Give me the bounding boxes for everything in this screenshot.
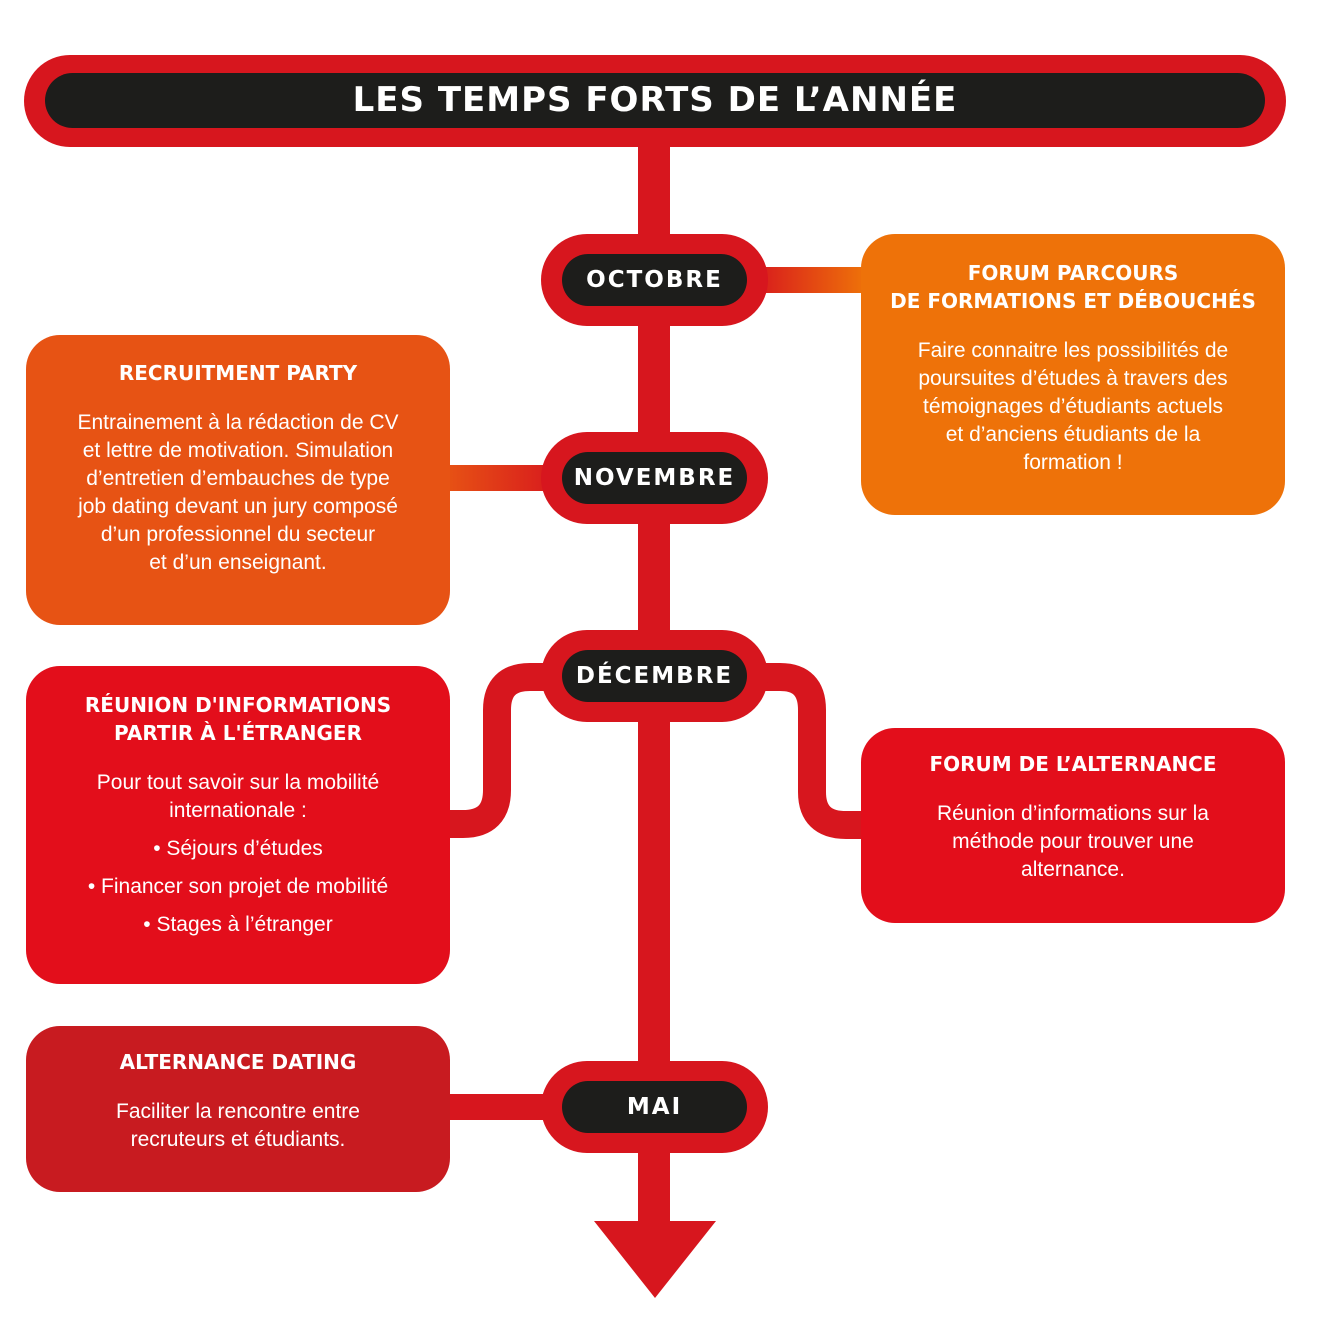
event-card-recruitment-party: RECRUITMENT PARTY Entrainement à la réda… — [26, 335, 450, 625]
event-title: ALTERNANCE DATING — [119, 1050, 357, 1074]
list-item: Financer son projet de mobilité — [88, 873, 388, 901]
event-description: Réunion d’informations sur la méthode po… — [937, 802, 1209, 881]
month-label-novembre: NOVEMBRE — [573, 465, 736, 491]
connector-decembre-left — [448, 663, 560, 838]
event-bullet-list: Séjours d’études Financer son projet de … — [88, 835, 388, 949]
list-item: Séjours d’études — [88, 835, 388, 863]
page-title: LES TEMPS FORTS DE L’ANNÉE — [352, 80, 958, 120]
event-card-forum-alternance: FORUM DE L’ALTERNANCE Réunion d’informat… — [861, 728, 1285, 923]
event-title: RÉUNION D'INFORMATIONS PARTIR À L'ÉTRANG… — [84, 693, 392, 745]
event-description: Faire connaitre les possibilités de pour… — [917, 339, 1229, 474]
event-card-forum-parcours: FORUM PARCOURS DE FORMATIONS ET DÉBOUCHÉ… — [861, 234, 1285, 515]
title-bar-inner — [45, 73, 1265, 128]
month-label-octobre: OCTOBRE — [586, 267, 723, 293]
event-description: Entrainement à la rédaction de CV et let… — [77, 411, 399, 574]
timeline-arrow-icon — [594, 1221, 716, 1298]
event-title: FORUM DE L’ALTERNANCE — [929, 752, 1217, 776]
event-card-reunion-etranger: RÉUNION D'INFORMATIONS PARTIR À L'ÉTRANG… — [26, 666, 450, 984]
month-label-decembre: DÉCEMBRE — [575, 663, 734, 689]
month-pill-octobre-shape — [541, 234, 768, 326]
event-card-alternance-dating: ALTERNANCE DATING Faciliter la rencontre… — [26, 1026, 450, 1192]
month-pill-decembre-shape — [541, 630, 768, 722]
event-description: Faciliter la rencontre entre recruteurs … — [116, 1100, 360, 1151]
event-description: Pour tout savoir sur la mobilité interna… — [96, 771, 380, 822]
event-title: RECRUITMENT PARTY — [118, 361, 358, 385]
event-title: FORUM PARCOURS DE FORMATIONS ET DÉBOUCHÉ… — [890, 261, 1256, 313]
month-pill-novembre-shape — [541, 432, 768, 524]
connector-octobre — [750, 267, 865, 293]
month-label-mai: MAI — [626, 1094, 683, 1120]
connector-decembre-right — [748, 663, 865, 839]
month-pill-mai-shape — [541, 1061, 768, 1153]
list-item: Stages à l’étranger — [88, 911, 388, 939]
